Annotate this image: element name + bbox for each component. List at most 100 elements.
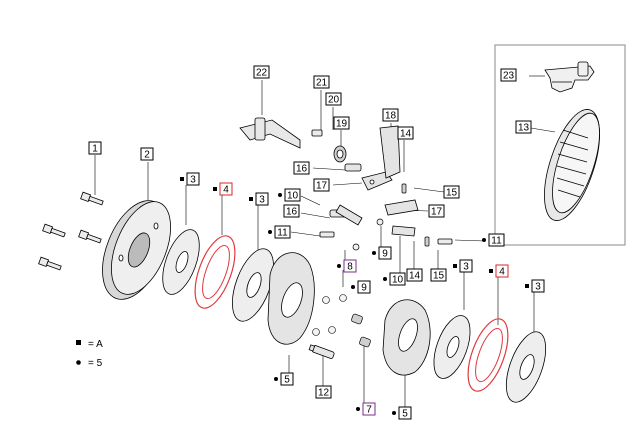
- callout-label: 11: [491, 236, 502, 247]
- callout-5: 5: [274, 372, 294, 386]
- callout-14: 14: [397, 126, 414, 140]
- part-21-bolt: [311, 129, 323, 137]
- callout-7: 7: [356, 402, 376, 416]
- callout-19: 19: [333, 116, 350, 130]
- callout-11: 11: [268, 225, 291, 239]
- callout-10: 10: [383, 272, 406, 286]
- callout-label: 23: [503, 71, 515, 82]
- callout-box: [378, 246, 392, 260]
- callout-box: [333, 116, 350, 130]
- callout-box: [88, 141, 102, 155]
- part-6-plate-right: [382, 299, 431, 376]
- callout-8: 8: [337, 259, 357, 273]
- callout-17: 17: [428, 204, 445, 218]
- part-11-bolts: [319, 231, 453, 245]
- callout-box: [357, 280, 371, 294]
- part-4-gasket-left: [194, 235, 236, 309]
- callout-3: 3: [249, 192, 269, 206]
- callout-box: [140, 147, 154, 161]
- callout-13: 13: [515, 120, 532, 134]
- part-3-disc-third: [433, 315, 471, 379]
- callout-14: 14: [406, 268, 423, 282]
- part-9-balls: [312, 294, 347, 336]
- part-19-bush: [333, 145, 347, 163]
- callout-20: 20: [325, 92, 342, 106]
- callout-box: [428, 204, 445, 218]
- callout-label: 17: [431, 207, 443, 218]
- callout-box: [362, 402, 376, 416]
- callout-label: 8: [347, 262, 353, 273]
- callout-label: 14: [400, 129, 412, 140]
- part-12-pin: [308, 344, 335, 359]
- callout-label: 5: [284, 375, 290, 386]
- dot-marker: [392, 411, 396, 415]
- callout-box: [443, 185, 460, 199]
- part-3-disc-fourth: [505, 331, 547, 403]
- callout-21: 21: [313, 75, 330, 89]
- callout-16: 16: [293, 161, 310, 175]
- callout-box: [186, 172, 200, 186]
- callout-3: 3: [180, 172, 200, 186]
- callout-box: [515, 120, 532, 134]
- callout-3: 3: [453, 259, 473, 273]
- callout-15: 15: [430, 268, 447, 282]
- square-marker: [525, 284, 529, 288]
- callout-label: 9: [382, 249, 388, 260]
- callout-label: 17: [316, 181, 328, 192]
- square-marker: [453, 264, 457, 268]
- callout-label: 16: [296, 164, 308, 175]
- part-1-bolts: [38, 191, 104, 271]
- square-marker: [489, 269, 493, 273]
- callout-box: [313, 75, 330, 89]
- callout-label: 19: [336, 119, 348, 130]
- callout-label: 18: [385, 111, 397, 122]
- callout-box: [488, 233, 505, 247]
- callout-18: 18: [382, 108, 399, 122]
- callout-5: 5: [392, 406, 412, 420]
- callout-box: [253, 65, 270, 79]
- callout-3: 3: [525, 279, 545, 293]
- callout-4: 4: [489, 264, 509, 278]
- part-2-hub: [102, 200, 171, 300]
- callout-label: 10: [287, 191, 299, 202]
- part-14-15-springs: [401, 183, 430, 247]
- dot-marker: [356, 407, 360, 411]
- leader-13: [530, 127, 556, 133]
- part-7-springs: [351, 313, 371, 348]
- callout-label: 22: [256, 68, 268, 79]
- callout-label: 4: [223, 185, 229, 196]
- callout-box: [389, 272, 406, 286]
- dot-marker: [372, 251, 376, 255]
- dot-marker: [274, 377, 278, 381]
- callout-label: 10: [392, 275, 404, 286]
- callout-label: 3: [259, 195, 265, 206]
- callout-15: 15: [443, 185, 460, 199]
- callout-label: 3: [463, 262, 469, 273]
- dot-marker: [268, 230, 272, 234]
- callout-box: [430, 268, 447, 282]
- callout-label: 15: [446, 188, 458, 199]
- part-6-plate-left: [267, 252, 315, 345]
- callout-label: 12: [318, 388, 330, 399]
- callout-label: 2: [144, 150, 150, 161]
- callout-label: 3: [535, 282, 541, 293]
- inset-panel: [494, 44, 626, 246]
- callout-9: 9: [351, 280, 371, 294]
- part-17-18-links: [361, 125, 419, 216]
- callout-22: 22: [253, 65, 270, 79]
- callout-label: 11: [277, 228, 288, 239]
- dot-marker: [383, 277, 387, 281]
- callout-23: 23: [500, 68, 517, 82]
- dot-marker: [482, 238, 486, 242]
- part-13-cover: [544, 109, 600, 221]
- callout-label: 14: [409, 271, 421, 282]
- callout-label: 7: [366, 405, 372, 416]
- callout-label: 20: [328, 95, 340, 106]
- callout-box: [500, 68, 517, 82]
- part-23-lever: [544, 61, 595, 93]
- callout-box: [531, 279, 545, 293]
- callout-box: [459, 259, 473, 273]
- square-marker: [213, 187, 217, 191]
- callout-label: 21: [316, 78, 328, 89]
